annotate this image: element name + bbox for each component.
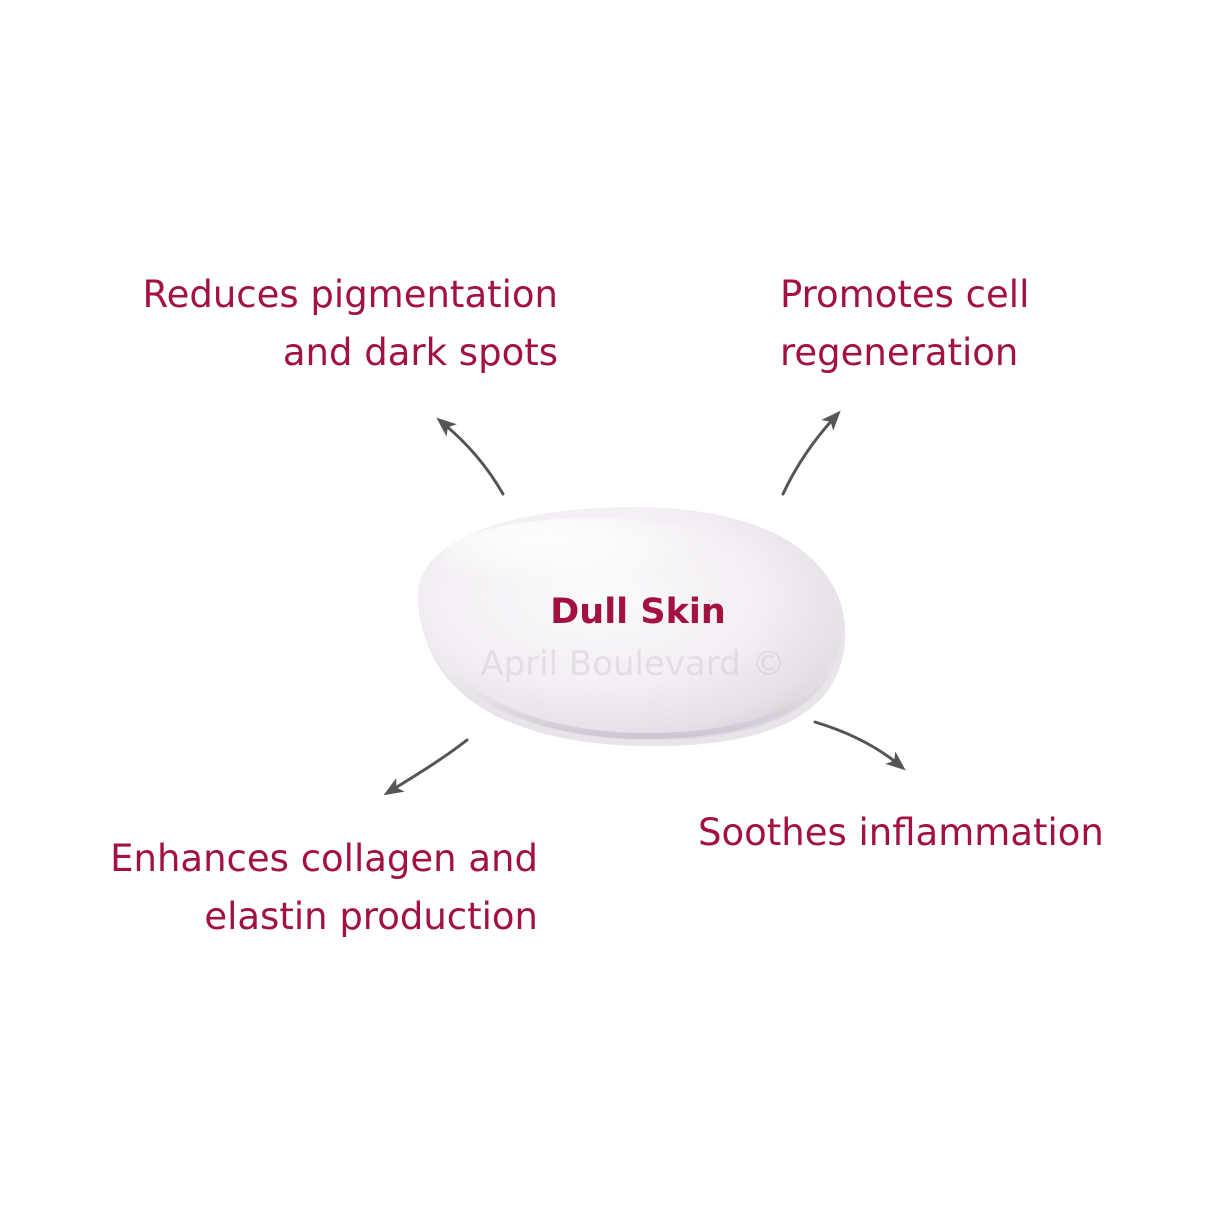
arrow-top-right <box>783 418 834 494</box>
benefit-top-left: Reduces pigmentation and dark spots <box>100 266 558 382</box>
center-title: Dull Skin <box>480 588 796 636</box>
benefit-bottom-right-line1: Soothes inflammation <box>698 804 1138 862</box>
benefit-top-right-line2: regeneration <box>780 324 1180 382</box>
arrow-bottom-right <box>815 722 898 764</box>
arrow-bottom-left <box>392 740 467 790</box>
benefit-top-right: Promotes cell regeneration <box>780 266 1180 382</box>
benefit-bottom-right: Soothes inflammation <box>698 804 1138 862</box>
benefit-top-left-line2: and dark spots <box>100 324 558 382</box>
benefit-top-right-line1: Promotes cell <box>780 266 1180 324</box>
benefit-bottom-left-line1: Enhances collagen and <box>80 830 538 888</box>
arrow-top-left <box>444 424 503 494</box>
benefit-top-left-line1: Reduces pigmentation <box>100 266 558 324</box>
benefit-bottom-left-line2: elastin production <box>80 888 538 946</box>
benefit-bottom-left: Enhances collagen and elastin production <box>80 830 538 946</box>
watermark: April Boulevard © <box>440 640 826 688</box>
